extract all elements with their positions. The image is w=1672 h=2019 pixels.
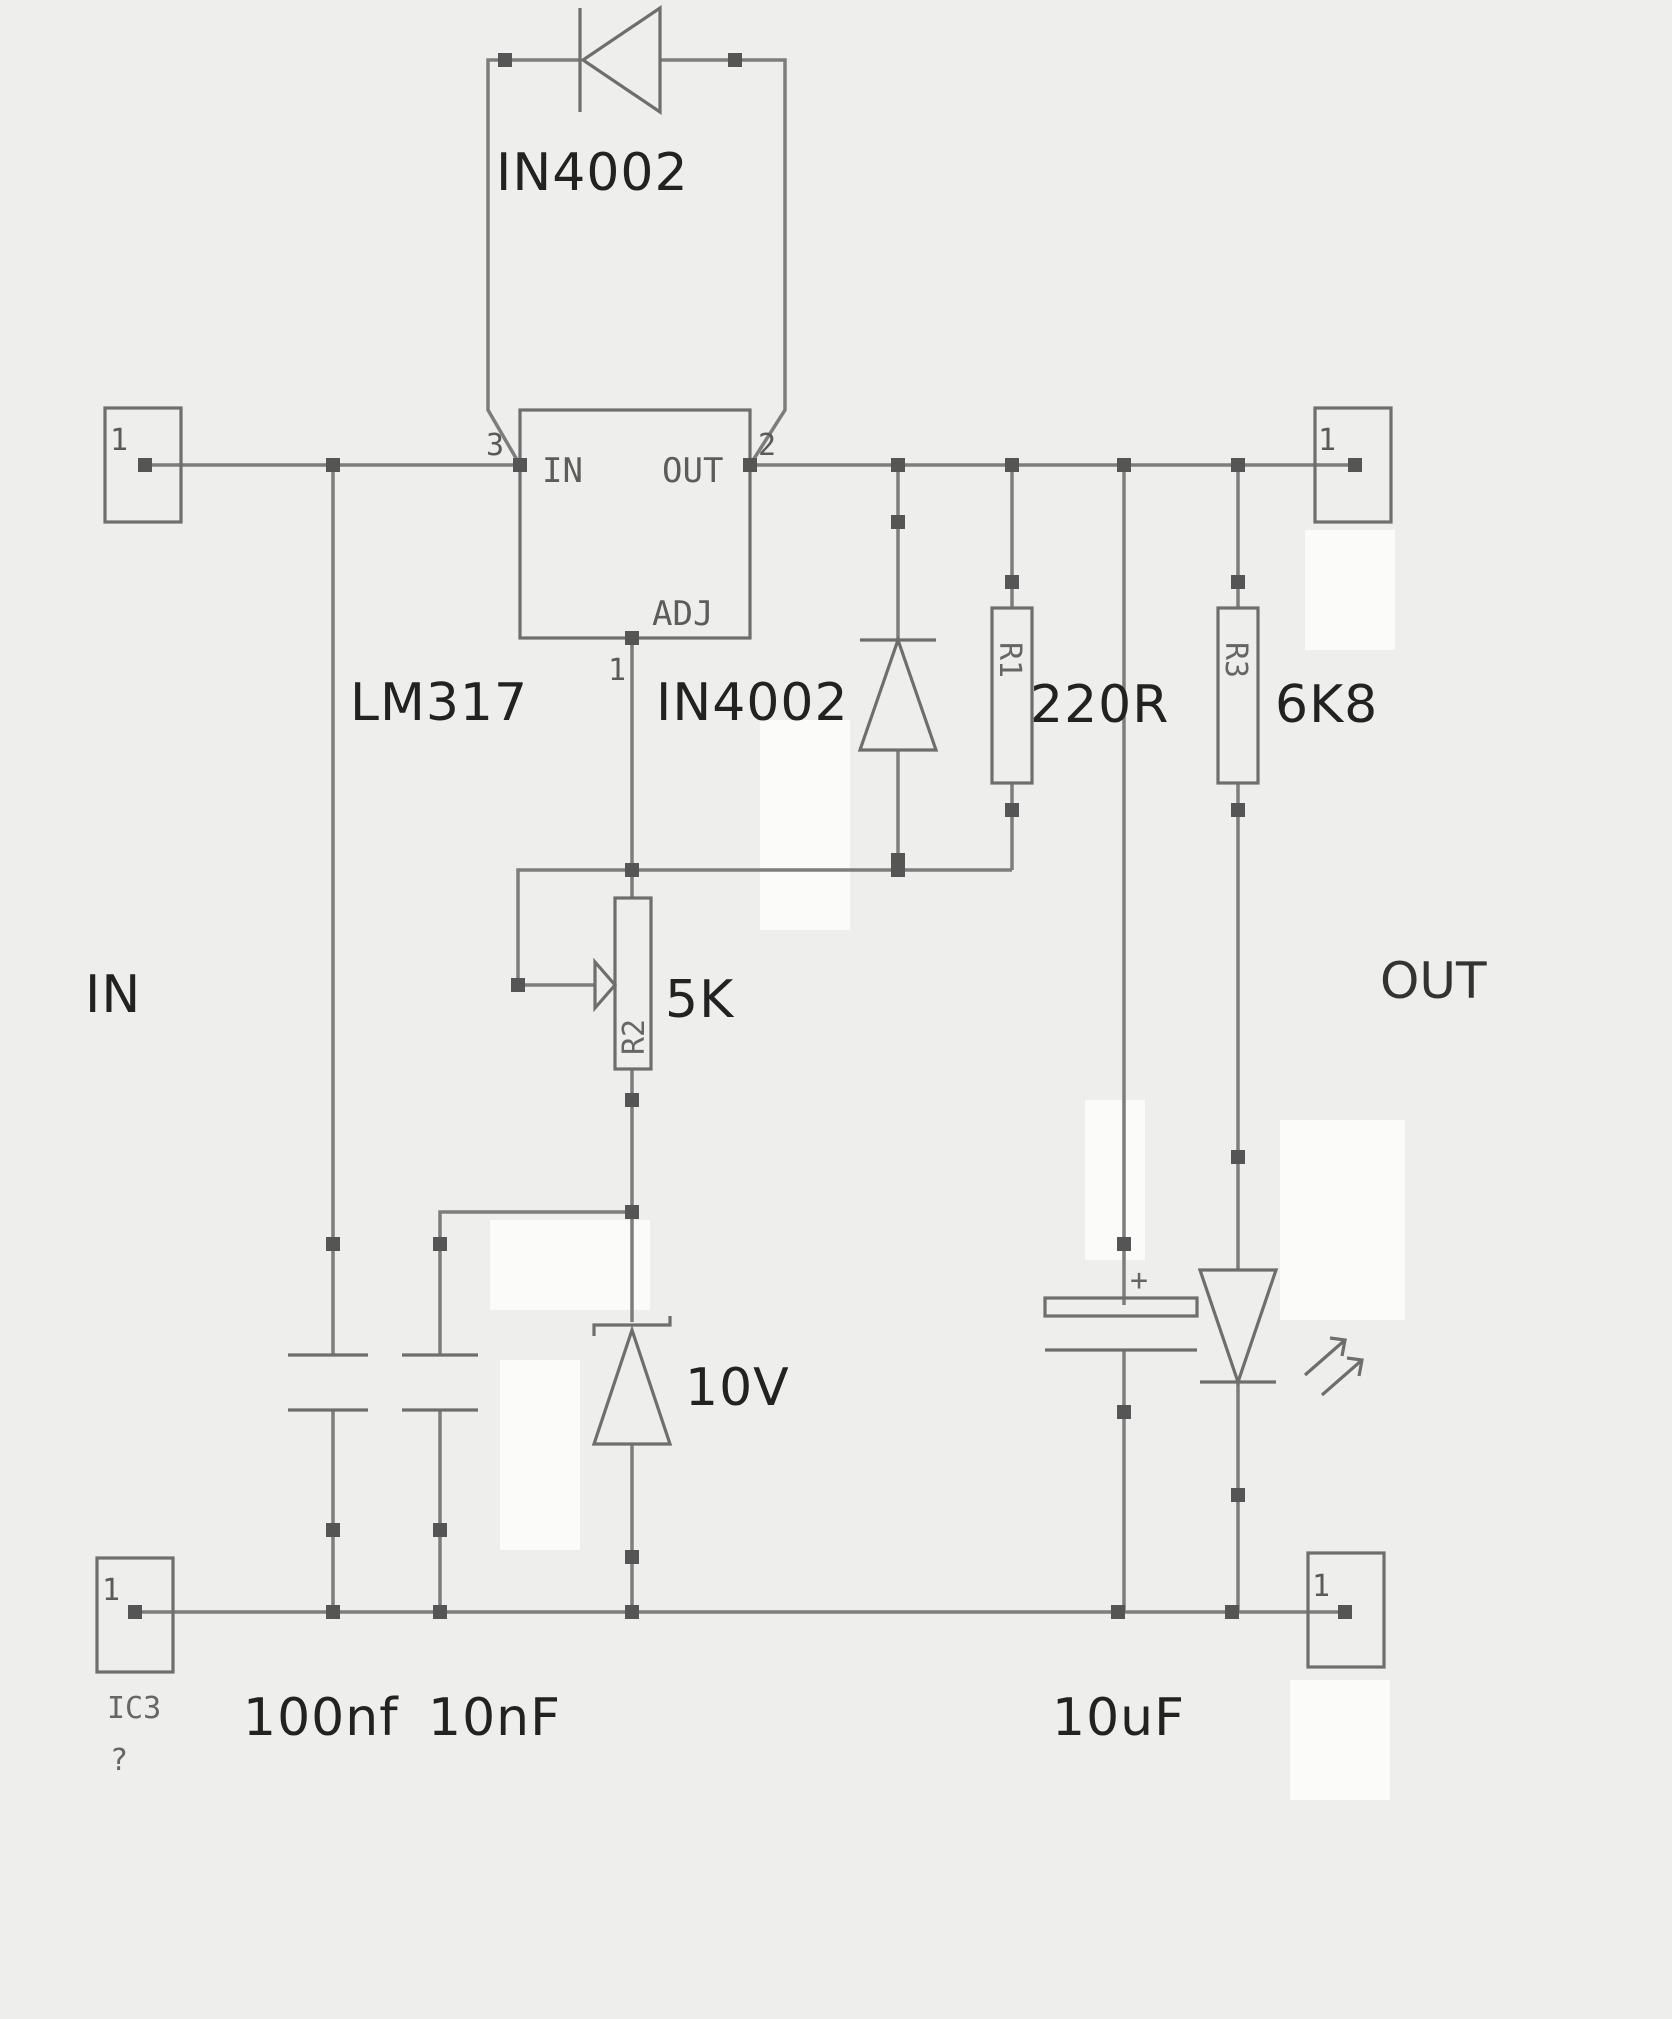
r3-value-label: 6K8 bbox=[1275, 675, 1378, 735]
svg-text:1: 1 bbox=[1318, 423, 1336, 458]
capacitor-100nf bbox=[288, 1353, 368, 1412]
svg-text:1: 1 bbox=[102, 1573, 120, 1608]
junction-nodes bbox=[128, 53, 1362, 1619]
scan-patches bbox=[490, 530, 1405, 1800]
svg-text:R1: R1 bbox=[992, 642, 1027, 678]
svg-text:1: 1 bbox=[1312, 1569, 1330, 1604]
svg-text:R2: R2 bbox=[617, 1019, 652, 1055]
resistor-r1: R1 bbox=[990, 606, 1034, 785]
ic-pin-out-label: OUT bbox=[662, 451, 723, 491]
potentiometer-r2: R2 bbox=[593, 896, 653, 1071]
r1-value-label: 220R bbox=[1030, 675, 1169, 735]
cap-10uf-label: 10uF bbox=[1052, 1688, 1185, 1748]
cap-10nf-label: 10nF bbox=[428, 1688, 561, 1748]
ic-pin-3-number: 3 bbox=[486, 428, 504, 463]
zener-value-label: 10V bbox=[685, 1358, 790, 1418]
connector-in-top: 1 bbox=[103, 406, 183, 524]
led bbox=[1197, 1268, 1364, 1397]
connector-in-bottom: 1 bbox=[95, 1556, 175, 1674]
handwritten-labels: IN4002 LM317 IN4002 220R 6K8 5K 10V IN O… bbox=[85, 143, 1487, 1748]
ic-pin-2-number: 2 bbox=[758, 428, 776, 463]
connector-out-top: 1 bbox=[1313, 406, 1393, 524]
diode-vertical-label: IN4002 bbox=[656, 673, 849, 733]
ic-pin-adj-label: ADJ bbox=[652, 594, 713, 634]
capacitor-10uf: + bbox=[1043, 1263, 1199, 1352]
ic-pin-1-number: 1 bbox=[608, 653, 626, 688]
zener-diode bbox=[591, 1316, 673, 1446]
r2-value-label: 5K bbox=[665, 970, 735, 1030]
svg-text:1: 1 bbox=[110, 423, 128, 458]
ic-pin-in-label: IN bbox=[542, 451, 583, 491]
in-label: IN bbox=[85, 965, 141, 1025]
capacitor-10nf bbox=[402, 1353, 478, 1412]
polarity-plus-sign: + bbox=[1130, 1263, 1148, 1298]
ic-part-label: LM317 bbox=[350, 673, 528, 733]
resistor-r3: R3 bbox=[1216, 606, 1260, 785]
regulator-ic: IN OUT ADJ 3 2 1 bbox=[486, 408, 776, 688]
connector-out-bottom: 1 bbox=[1306, 1551, 1386, 1669]
out-label: OUT bbox=[1380, 952, 1487, 1010]
cap-100nf-label: 100nf bbox=[243, 1688, 399, 1748]
svg-text:R3: R3 bbox=[1218, 642, 1253, 678]
ref-designator-label: IC3 bbox=[107, 1691, 161, 1726]
diode-vertical bbox=[857, 635, 939, 752]
diode-top-label: IN4002 bbox=[496, 143, 689, 203]
ref-unknown-label: ? bbox=[110, 1743, 128, 1778]
ref-labels: IC3 ? bbox=[107, 1691, 161, 1778]
diode-top bbox=[578, 4, 662, 116]
